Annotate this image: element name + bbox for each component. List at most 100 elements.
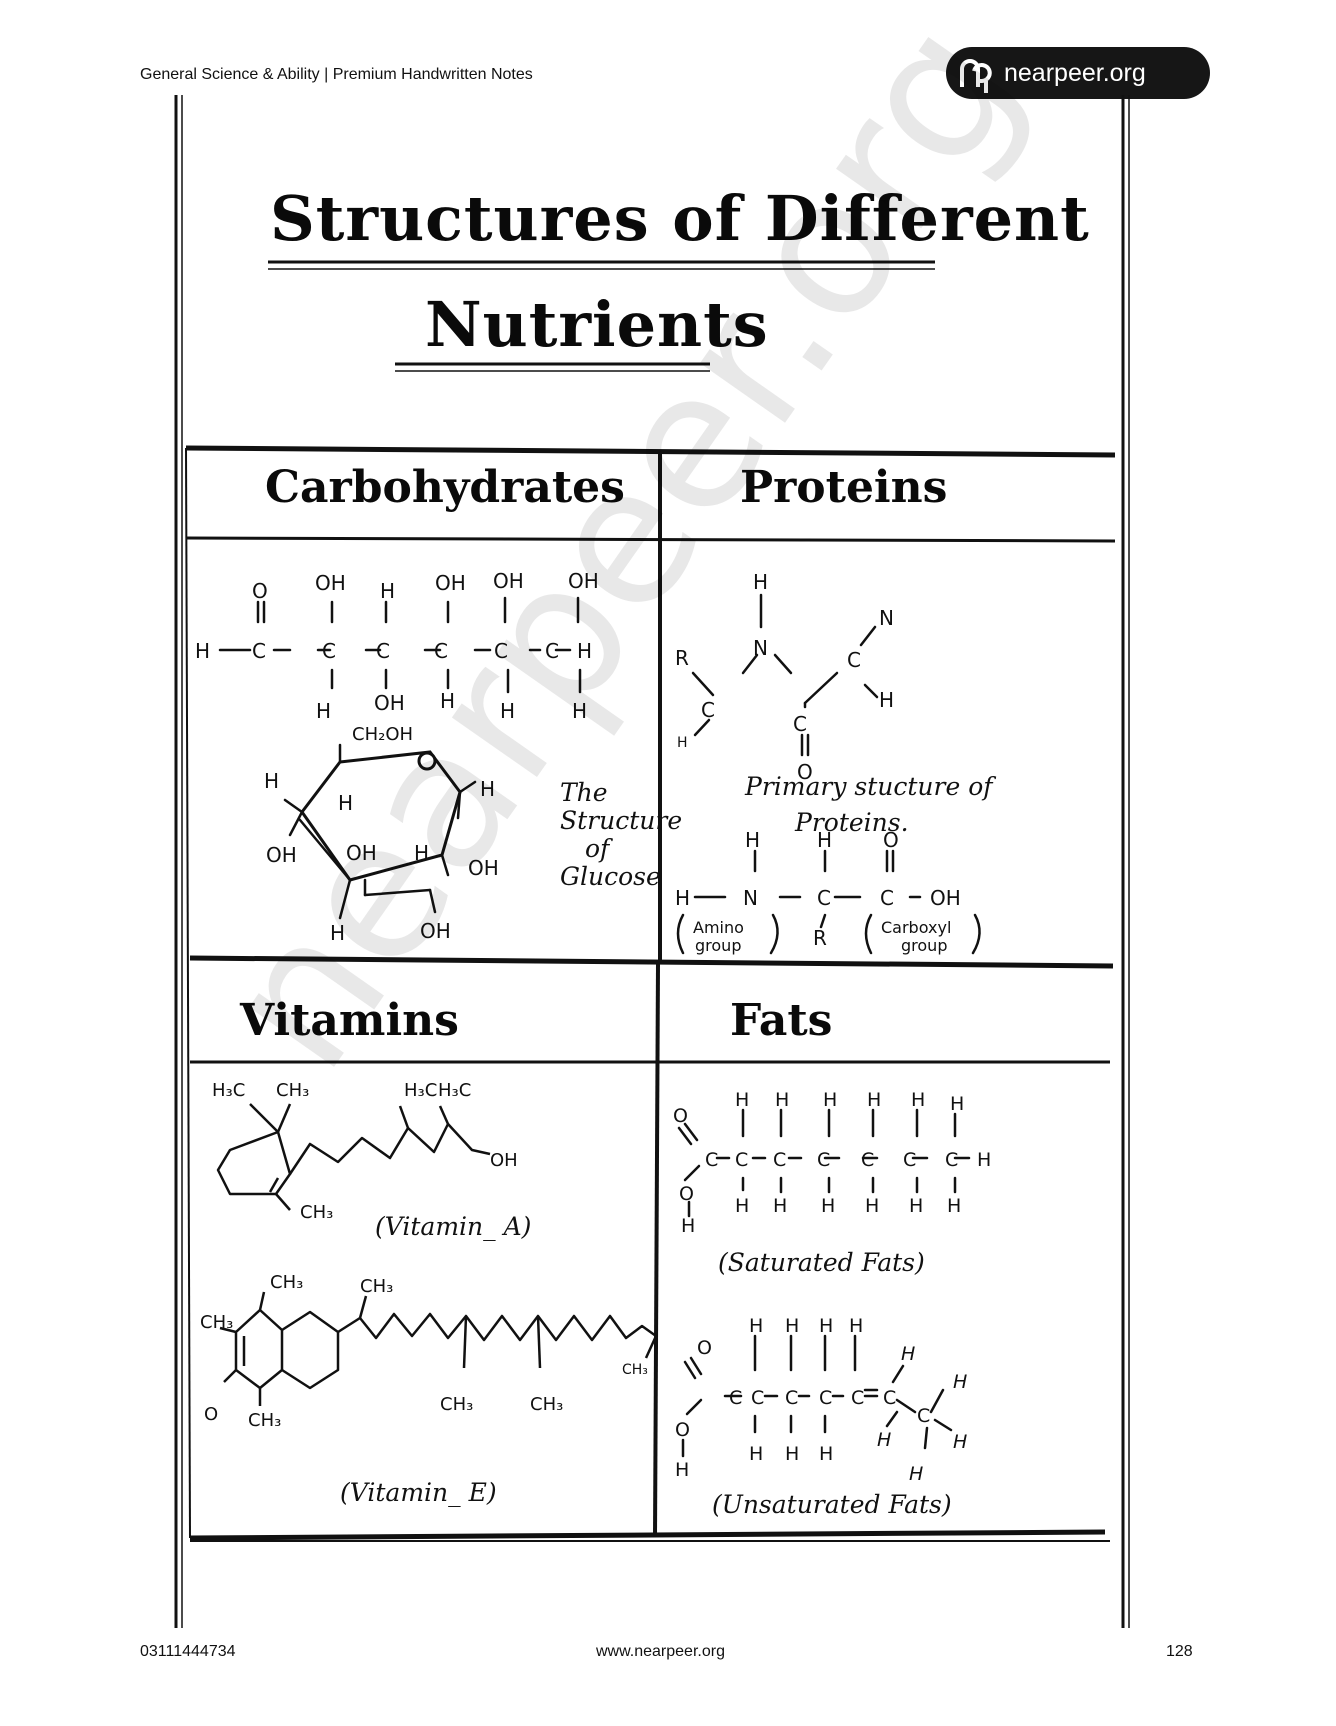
svg-text:N: N	[743, 886, 758, 910]
svg-text:C: C	[945, 1149, 958, 1171]
svg-text:OH: OH	[435, 571, 466, 595]
svg-text:H: H	[330, 921, 345, 945]
svg-text:C: C	[851, 1387, 864, 1409]
brand-name: nearpeer.org	[1004, 58, 1146, 87]
svg-text:H: H	[901, 1343, 915, 1365]
svg-text:C: C	[773, 1149, 786, 1171]
vitamin-a-label: (Vitamin_ A)	[375, 1212, 532, 1241]
vitamin-e-label: (Vitamin_ E)	[340, 1478, 497, 1507]
svg-text:CH₃: CH₃	[248, 1410, 281, 1431]
svg-text:H: H	[480, 777, 495, 801]
svg-text:O: O	[797, 760, 813, 784]
footer-phone: 03111444734	[140, 1643, 236, 1660]
svg-text:H₃C: H₃C	[404, 1080, 437, 1101]
svg-text:H: H	[735, 1089, 749, 1111]
glucose-note-line4: Glucose	[560, 862, 661, 891]
svg-text:CH₃: CH₃	[300, 1202, 333, 1223]
svg-text:C: C	[751, 1387, 764, 1409]
glucose-open-chain-structure: H C O C OH C H C OH C OH C OH H H OH H H…	[195, 569, 599, 945]
svg-text:OH: OH	[346, 841, 377, 865]
protein-primary-line1: Primary stucture of	[745, 772, 993, 801]
svg-text:C: C	[817, 1149, 830, 1171]
svg-text:CH₃: CH₃	[270, 1272, 303, 1293]
svg-text:OH: OH	[490, 1150, 518, 1171]
svg-text:OH: OH	[420, 919, 451, 943]
svg-text:C: C	[322, 639, 336, 663]
svg-text:H: H	[577, 639, 592, 663]
glucose-note-line2: Structure	[560, 806, 683, 835]
svg-text:H: H	[953, 1371, 967, 1393]
svg-text:H: H	[911, 1089, 925, 1111]
svg-text:H: H	[819, 1315, 833, 1337]
svg-text:H: H	[877, 1429, 891, 1451]
glucose-note-line3: of	[585, 834, 610, 863]
svg-text:H: H	[947, 1195, 961, 1217]
svg-text:H: H	[749, 1443, 763, 1465]
svg-text:CH₃: CH₃	[440, 1394, 473, 1415]
svg-text:H: H	[785, 1443, 799, 1465]
svg-text:OH: OH	[266, 843, 297, 867]
svg-text:O: O	[679, 1183, 694, 1205]
unsaturated-fats-label: (Unsaturated Fats)	[712, 1490, 952, 1519]
svg-text:OH: OH	[493, 569, 524, 593]
svg-text:C: C	[861, 1149, 874, 1171]
heading-proteins: Proteins	[740, 462, 948, 513]
svg-text:OH: OH	[930, 886, 961, 910]
svg-text:H: H	[775, 1089, 789, 1111]
nearpeer-logo-icon	[960, 59, 992, 93]
svg-text:C: C	[917, 1405, 930, 1427]
amino-group-label-2: group	[695, 936, 741, 955]
svg-text:CH₃: CH₃	[276, 1080, 309, 1101]
amino-group-label-1: Amino	[693, 918, 744, 937]
svg-text:H₃C: H₃C	[438, 1080, 471, 1101]
svg-text:H: H	[749, 1315, 763, 1337]
svg-text:H: H	[500, 699, 515, 723]
svg-text:C: C	[252, 639, 266, 663]
svg-text:H: H	[977, 1149, 991, 1171]
svg-text:R: R	[675, 646, 689, 670]
svg-text:N: N	[753, 636, 768, 660]
glucose-ring-ch2oh: CH₂OH	[352, 724, 413, 745]
saturated-fats-label: (Saturated Fats)	[718, 1248, 925, 1277]
svg-text:H: H	[867, 1089, 881, 1111]
glucose-note-line1: The	[560, 778, 608, 807]
svg-text:CH₃: CH₃	[200, 1312, 233, 1333]
svg-text:H: H	[338, 791, 353, 815]
protein-backbone-structure: H N R C H C O C N H H H O H N C C OH R A…	[675, 570, 981, 955]
svg-text:O: O	[697, 1337, 712, 1359]
svg-text:C: C	[701, 698, 715, 722]
protein-primary-line2: Proteins.	[795, 808, 909, 837]
svg-text:H: H	[675, 1459, 689, 1481]
heading-carbohydrates: Carbohydrates	[265, 462, 625, 513]
svg-text:H: H	[909, 1195, 923, 1217]
svg-text:C: C	[880, 886, 894, 910]
svg-text:H: H	[753, 570, 768, 594]
svg-text:H: H	[849, 1315, 863, 1337]
svg-text:H: H	[681, 1215, 695, 1237]
svg-text:OH: OH	[374, 691, 405, 715]
svg-text:H: H	[675, 886, 690, 910]
svg-text:H: H	[380, 579, 395, 603]
svg-text:H: H	[785, 1315, 799, 1337]
svg-text:C: C	[729, 1387, 742, 1409]
carboxyl-group-label-1: Carboxyl	[881, 918, 951, 937]
svg-text:H: H	[264, 769, 279, 793]
footer-website[interactable]: www.nearpeer.org	[596, 1643, 725, 1660]
svg-text:C: C	[883, 1387, 896, 1409]
heading-vitamins: Vitamins	[240, 995, 459, 1046]
svg-text:H: H	[316, 699, 331, 723]
svg-text:CH₃: CH₃	[530, 1394, 563, 1415]
svg-text:C: C	[376, 639, 390, 663]
svg-text:C: C	[785, 1387, 798, 1409]
svg-text:H: H	[950, 1093, 964, 1115]
heading-fats: Fats	[730, 995, 833, 1046]
svg-text:C: C	[903, 1149, 916, 1171]
svg-text:C: C	[434, 639, 448, 663]
svg-text:C: C	[793, 712, 807, 736]
svg-text:C: C	[817, 886, 831, 910]
svg-text:H: H	[440, 689, 455, 713]
svg-text:C: C	[735, 1149, 748, 1171]
